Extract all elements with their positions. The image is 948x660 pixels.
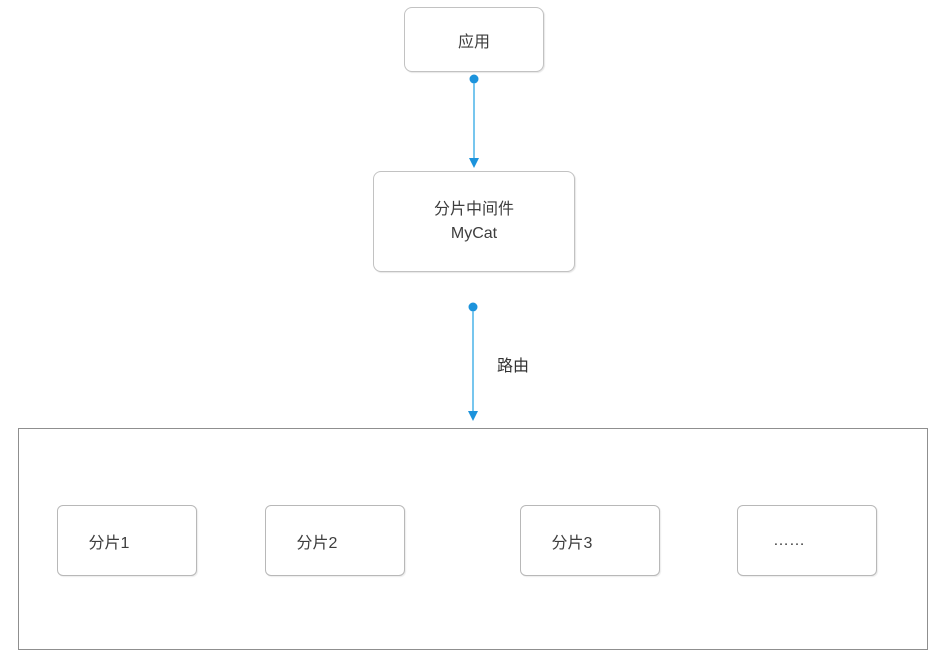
mycat-node-label: 分片中间件 MyCat xyxy=(434,198,514,246)
arrow-head-down-icon xyxy=(468,411,478,421)
shard-node-ellipsis-label: …… xyxy=(773,531,805,549)
arrow-start-dot-icon xyxy=(468,302,478,312)
arrow-app-to-mycat xyxy=(469,74,479,168)
shard-node-3: 分片3 xyxy=(520,505,660,576)
shard-node-3-label: 分片3 xyxy=(551,534,593,552)
route-edge-label: 路由 xyxy=(497,358,530,375)
mycat-node-label-line1: 分片中间件 xyxy=(433,200,514,218)
app-node-label: 应用 xyxy=(457,33,490,51)
shard-node-1-label: 分片1 xyxy=(88,534,130,552)
mycat-node: 分片中间件 MyCat xyxy=(373,171,575,272)
arrow-start-dot-icon xyxy=(469,74,479,84)
arrow-mycat-to-shards xyxy=(468,302,478,421)
shard-node-1: 分片1 xyxy=(57,505,197,576)
shard-node-2: 分片2 xyxy=(265,505,405,576)
mycat-node-label-line2: MyCat xyxy=(450,224,498,242)
app-node: 应用 xyxy=(404,7,544,72)
shard-node-2-label: 分片2 xyxy=(296,534,338,552)
arrow-head-down-icon xyxy=(469,158,479,168)
shard-node-ellipsis: …… xyxy=(737,505,877,576)
